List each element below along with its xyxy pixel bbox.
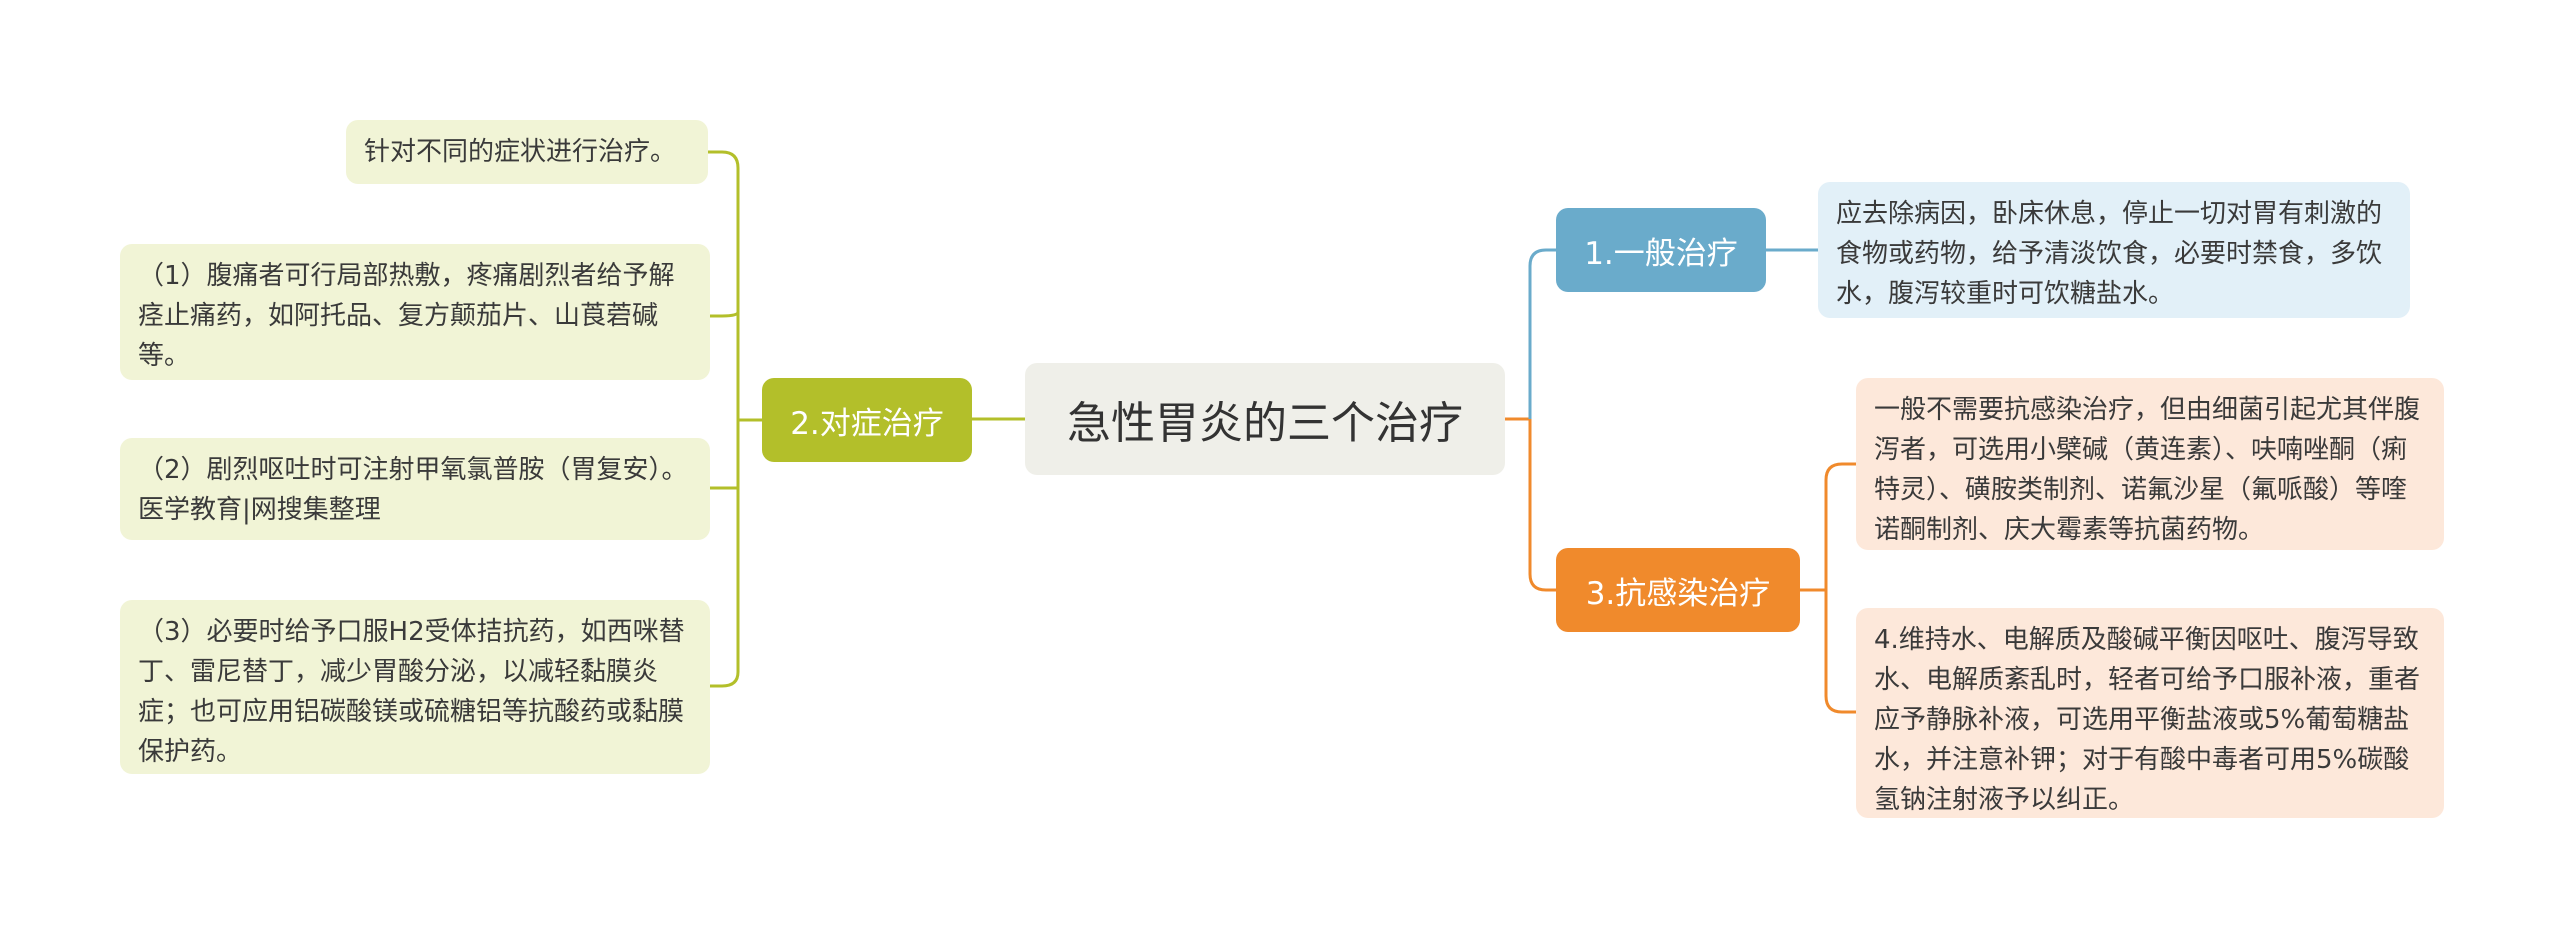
- branch-anti-infection-treatment[interactable]: 3.抗感染治疗: [1556, 548, 1800, 632]
- leaf-symptomatic-2[interactable]: （2）剧烈呕吐时可注射甲氧氯普胺（胃复安）。 医学教育|网搜集整理: [120, 438, 710, 540]
- leaf-anti-infection-2[interactable]: 4.维持水、电解质及酸碱平衡因呕吐、腹泻导致水、电解质紊乱时，轻者可给予口服补液…: [1856, 608, 2444, 818]
- link-to-general: [1528, 248, 1556, 419]
- branch-label: 2.对症治疗: [790, 405, 944, 442]
- central-topic[interactable]: 急性胃炎的三个治疗: [1025, 363, 1505, 475]
- leaf-symptomatic-1[interactable]: （1）腹痛者可行局部热敷，疼痛剧烈者给予解痉止痛药，如阿托品、复方颠茄片、山莨菪…: [120, 244, 710, 380]
- link-to-antiinfection: [1528, 419, 1556, 592]
- link-antiinfection-bracket: [1800, 462, 1856, 714]
- leaf-symptomatic-3[interactable]: （3）必要时给予口服H2受体拮抗药，如西咪替丁、雷尼替丁，减少胃酸分泌，以减轻黏…: [120, 600, 710, 774]
- leaf-general-1[interactable]: 应去除病因，卧床休息，停止一切对胃有刺激的食物或药物，给予清淡饮食，必要时禁食，…: [1818, 182, 2410, 318]
- link-left-bracket: [708, 150, 762, 688]
- branch-symptomatic-treatment[interactable]: 2.对症治疗: [762, 378, 972, 462]
- central-topic-label: 急性胃炎的三个治疗: [1067, 398, 1463, 449]
- branch-general-treatment[interactable]: 1.一般治疗: [1556, 208, 1766, 292]
- leaf-anti-infection-1[interactable]: 一般不需要抗感染治疗，但由细菌引起尤其伴腹泻者，可选用小檗碱（黄连素）、呋喃唑酮…: [1856, 378, 2444, 550]
- leaf-symptomatic-intro[interactable]: 针对不同的症状进行治疗。: [346, 120, 708, 184]
- branch-label: 3.抗感染治疗: [1585, 575, 1771, 612]
- branch-label: 1.一般治疗: [1584, 235, 1738, 272]
